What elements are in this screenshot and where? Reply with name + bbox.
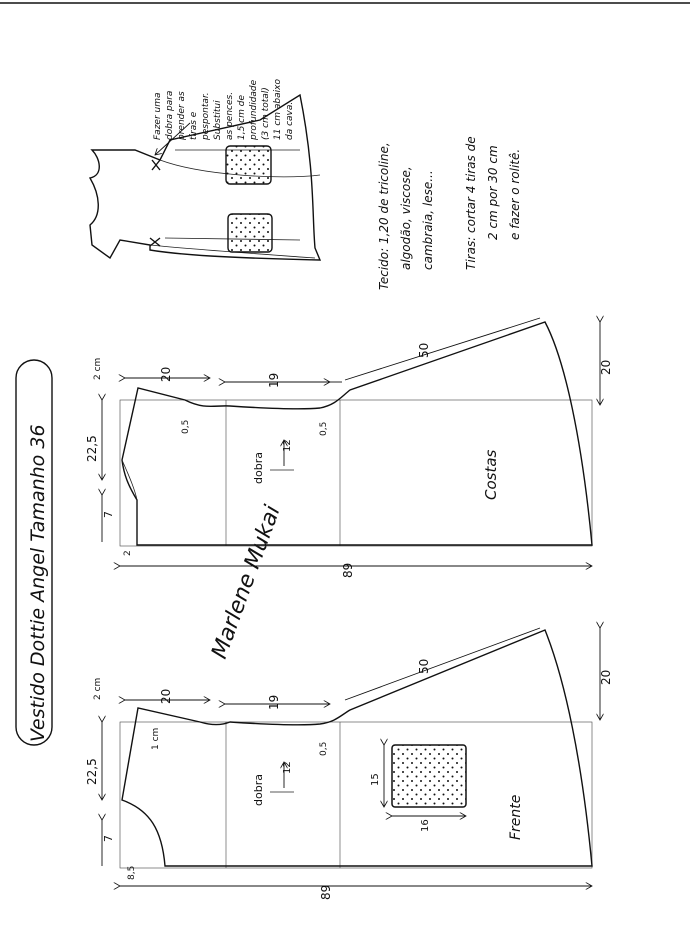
strip-note-line: 2 cm por 30 cm: [486, 145, 500, 240]
dim-armhole: 1 cm: [151, 728, 161, 750]
dim-side-dart: 0,5: [319, 422, 329, 436]
dim-length: 89: [341, 563, 355, 578]
piece-label-back: Costas: [482, 449, 500, 500]
strip-note: Tiras: cortar 4 tiras de 2 cm por 30 cm …: [464, 136, 522, 270]
dim-waist-top: 19: [267, 695, 281, 710]
dim-neck-small: 8,5: [127, 866, 137, 880]
sketch-note-line: 11 cm abaixo: [273, 79, 283, 140]
front-piece: 15 16 20 19 50 20 2 cm 1 cm 0,5 22,5 7 8…: [85, 628, 613, 900]
dim-width-top: 22,5: [85, 435, 99, 462]
dress-sketch: [88, 93, 322, 261]
sketch-note-line: profundidade: [249, 79, 259, 141]
sketch-note-line: 1,5 cm de: [237, 95, 247, 140]
dim-waist-top: 19: [267, 373, 281, 388]
title-box: Vestido Dottie Angel Tamanho 36: [15, 359, 53, 746]
sketch-note: Fazer uma dobra para prender as tiras e …: [153, 79, 295, 141]
sketch-note-line: as pences.: [225, 92, 235, 140]
dim-shoulder: 20: [159, 367, 173, 382]
sketch-note-line: da cava.: [285, 102, 295, 140]
sketch-note-line: Substitui: [213, 100, 223, 140]
dim-hem-side: 50: [417, 343, 431, 358]
dim-shoulder: 20: [159, 689, 173, 704]
dim-neck-drop: 2 cm: [93, 358, 103, 380]
dim-length: 89: [319, 885, 333, 900]
dim-fold-width: 12: [282, 761, 293, 774]
dim-neck-small: 2: [123, 550, 133, 556]
dim-neck-depth: 7: [102, 835, 115, 842]
material-note: Tecido: 1,20 de tricoline, algodão, visc…: [377, 142, 435, 290]
piece-label-front: Frente: [508, 795, 524, 840]
sketch-note-line: prender as: [177, 91, 187, 141]
sketch-note-line: (3 cm total): [261, 87, 271, 140]
dim-width-top: 22,5: [85, 758, 99, 785]
dim-side-dart: 0,5: [319, 742, 329, 756]
sketch-note-line: dobra para: [165, 91, 175, 140]
dim-armhole: 0,5: [181, 420, 191, 434]
pocket-width: 16: [420, 819, 431, 832]
material-note-line: algodão, viscose,: [399, 166, 413, 270]
dim-hem-side: 50: [417, 659, 431, 674]
strip-note-line: Tiras: cortar 4 tiras de: [464, 136, 478, 270]
page-title: Vestido Dottie Angel Tamanho 36: [27, 424, 49, 742]
fold-label: dobra: [252, 452, 265, 484]
sketch-note-line: Fazer uma: [153, 92, 163, 140]
dim-fold-width: 12: [282, 439, 293, 452]
sketch-pocket-top: [225, 145, 272, 185]
fold-label: dobra: [252, 774, 265, 806]
material-note-line: cambraia, lese...: [421, 170, 435, 270]
pocket-height: 15: [370, 773, 381, 786]
signature: Marlene Mukai: [207, 502, 286, 662]
front-pocket: [391, 744, 467, 808]
dim-neck-drop: 2 cm: [93, 678, 103, 700]
back-piece: 20 19 50 20 2 cm 0,5 0,5 22,5 7 2 dobra …: [85, 318, 613, 578]
strip-note-line: e fazer o rolitê.: [508, 149, 522, 240]
sketch-pocket-bottom: [227, 213, 273, 253]
material-note-line: Tecido: 1,20 de tricoline,: [377, 142, 391, 290]
dim-neck-depth: 7: [102, 511, 115, 518]
sketch-note-line: tiras e: [189, 111, 199, 140]
sketch-note-line: pespontar.: [201, 92, 211, 141]
dim-hem-width: 20: [599, 670, 613, 685]
dim-hem-width: 20: [599, 360, 613, 375]
